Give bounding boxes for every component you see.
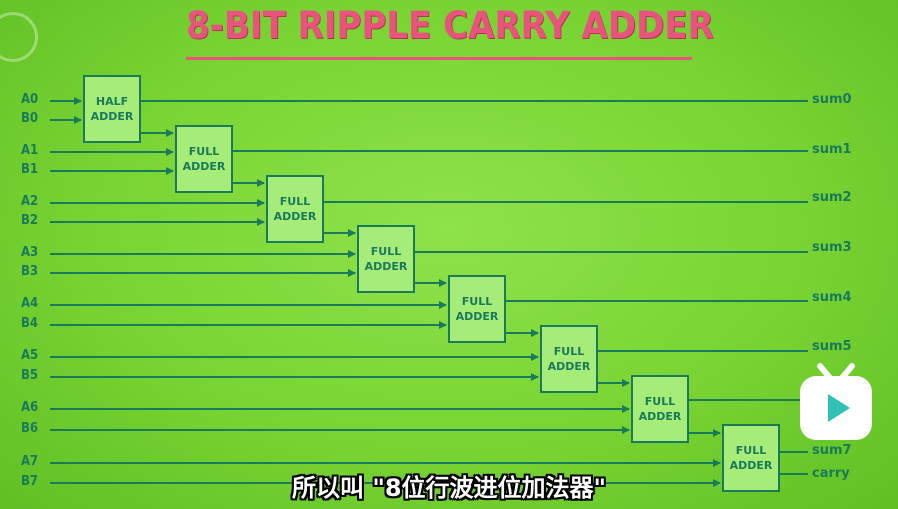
output-carry: carry <box>812 466 850 481</box>
adder-label-line1: FULL <box>370 245 402 258</box>
output-sum3: sum3 <box>812 240 852 255</box>
input-label-b5: B5 <box>21 368 39 383</box>
tv-play-icon <box>800 363 872 440</box>
adder-label-line1: FULL <box>644 395 676 408</box>
full-adder-box-6: FULL ADDER <box>631 375 689 443</box>
output-sum2: sum2 <box>812 190 852 205</box>
full-adder-box-2: FULL ADDER <box>266 175 324 243</box>
full-adder-box-3: FULL ADDER <box>357 225 415 293</box>
full-adder-box-7: FULL ADDER <box>722 424 780 492</box>
adder-label-line2: ADDER <box>729 459 773 472</box>
adder-label-line1: FULL <box>553 345 585 358</box>
output-sum4: sum4 <box>812 290 852 305</box>
subtitle-caption: 所以叫 "8位行波进位加法器" <box>291 474 607 502</box>
input-label-b2: B2 <box>21 213 39 228</box>
title-underline <box>186 57 692 60</box>
input-label-b1: B1 <box>21 162 39 177</box>
full-adder-box-5: FULL ADDER <box>540 325 598 393</box>
input-label-a1: A1 <box>21 143 39 158</box>
adder-label-line1: FULL <box>279 195 311 208</box>
input-label-b4: B4 <box>21 316 39 331</box>
input-label-a7: A7 <box>21 454 39 469</box>
input-label-a0: A0 <box>21 92 39 107</box>
adder-label-line1: FULL <box>461 295 493 308</box>
adder-label-line2: ADDER <box>364 260 408 273</box>
adder-label-line2: ADDER <box>455 310 499 323</box>
adder-label-line2: ADDER <box>182 160 226 173</box>
adder-label-line1: FULL <box>188 145 220 158</box>
input-label-b3: B3 <box>21 264 39 279</box>
output-sum1: sum1 <box>812 142 852 157</box>
full-adder-box-4: FULL ADDER <box>448 275 506 343</box>
input-label-b0: B0 <box>21 111 39 126</box>
adder-label-line2: ADDER <box>547 360 591 373</box>
input-label-a5: A5 <box>21 348 39 363</box>
adder-label-line1: HALF <box>95 95 129 108</box>
adder-label-line2: ADDER <box>273 210 317 223</box>
input-label-b7: B7 <box>21 474 39 489</box>
input-label-a3: A3 <box>21 245 39 260</box>
adder-label-line1: FULL <box>735 444 767 457</box>
input-label-a4: A4 <box>21 296 39 311</box>
diagram-title: 8-BIT RIPPLE CARRY ADDER <box>186 4 714 47</box>
input-label-a6: A6 <box>21 400 39 415</box>
output-sum5: sum5 <box>812 339 852 354</box>
input-label-a2: A2 <box>21 194 39 209</box>
adder-label-line2: ADDER <box>638 410 682 423</box>
input-label-b6: B6 <box>21 421 39 436</box>
logo-mark-icon <box>0 12 38 62</box>
output-sum7: sum7 <box>812 443 852 458</box>
output-sum0: sum0 <box>812 92 852 107</box>
half-adder-box: HALF ADDER <box>83 75 141 143</box>
full-adder-box-1: FULL ADDER <box>175 125 233 193</box>
adder-label-line2: ADDER <box>90 110 134 123</box>
